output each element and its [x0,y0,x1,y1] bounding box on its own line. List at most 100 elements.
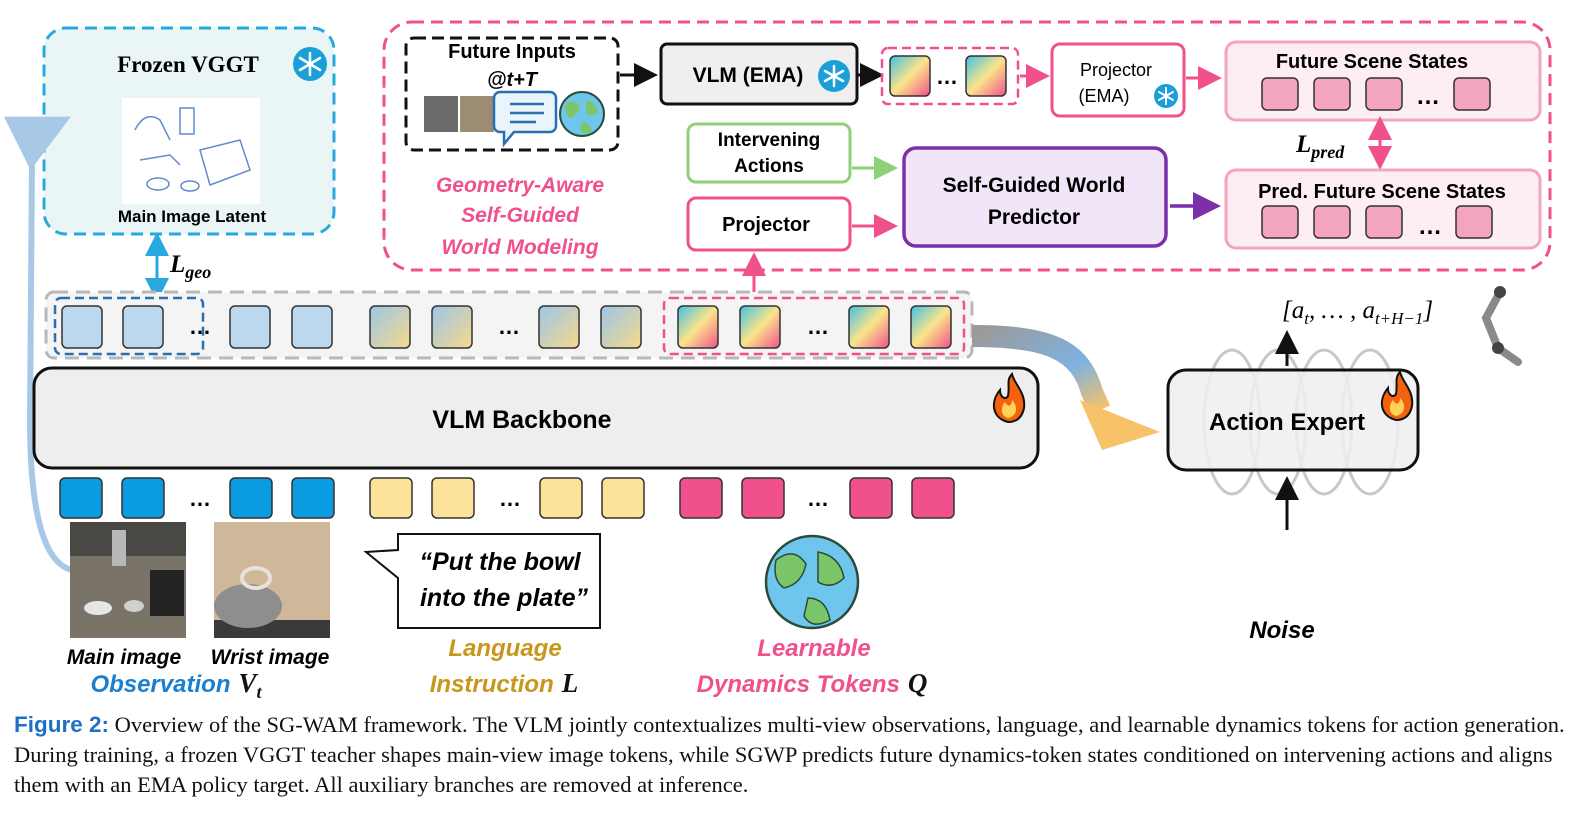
lang-latent-token [431,305,473,349]
caption-text: Overview of the SG-WAM framework. The VL… [14,712,1565,797]
lang-token [601,477,645,519]
svg-text:“Put the bowl: “Put the bowl [419,548,581,576]
dyn-latent-token [677,305,719,349]
input-tokens: … … … [59,477,955,519]
svg-text:Actions: Actions [734,156,804,177]
dyn-latent-token [739,305,781,349]
svg-text:…: … [1416,83,1440,110]
token [889,55,931,97]
svg-text:Self-Guided: Self-Guided [461,204,580,227]
lang-latent-token [538,305,580,349]
svg-text:…: … [189,486,211,511]
dyn-token [741,477,785,519]
output-tokens: … … … [61,305,952,349]
latent-token [122,305,164,349]
svg-text:Future Scene States: Future Scene States [1276,51,1468,73]
state-token [1261,77,1299,111]
action-output: [at, … , at+H−1] [1282,297,1433,328]
lang-token [369,477,413,519]
latent-token [61,305,103,349]
state-token [1455,205,1493,239]
instruction-bubble: “Put the bowl into the plate” [363,533,601,629]
wrist-image-label: Wrist image [211,646,330,669]
future-scene-states-box: Future Scene States … [1224,40,1542,122]
latent-return-arrow [3,116,73,573]
svg-text:Action Expert: Action Expert [1209,409,1365,436]
svg-text:into the plate”: into the plate” [420,584,589,612]
svg-text:Projector: Projector [722,214,810,236]
future-inputs-title: Future Inputs [448,41,576,63]
svg-text:Pred. Future Scene States: Pred. Future Scene States [1258,181,1506,203]
globe-icon [764,534,860,630]
svg-text:…: … [189,314,211,339]
state-token [1365,205,1403,239]
dyn-token [849,477,893,519]
latent-label: Main Image Latent [118,207,267,226]
future-inputs-time: @t+T [487,69,539,91]
svg-text:Geometry-Aware: Geometry-Aware [436,174,604,197]
svg-text:…: … [498,314,520,339]
svg-text:Projector: Projector [1080,60,1152,80]
latent-image [122,98,260,204]
state-token [1453,77,1491,111]
obs-token [229,477,273,519]
svg-text:…: … [807,314,829,339]
lang-latent-token [600,305,642,349]
main-image-label: Main image [67,646,182,669]
latent-token [291,305,333,349]
branch-label: Geometry-Aware Self-Guided World Modelin… [436,174,604,259]
future-main-thumb [424,96,458,132]
speech-bubble-icon [492,90,558,148]
condition-arrow [971,325,1111,415]
fire-icon [992,371,1026,424]
robot-arm-icon [1481,286,1522,366]
projector-ema-box: Projector (EMA) [1050,42,1186,118]
lang-token [539,477,583,519]
vlm-ema-box: VLM (EMA) [659,42,859,106]
svg-text:…: … [499,486,521,511]
main-image [70,522,186,638]
obs-token [291,477,335,519]
svg-text:(EMA): (EMA) [1079,86,1130,106]
action-expert: Action Expert [1166,348,1420,496]
svg-text:Self-Guided World: Self-Guided World [943,174,1126,197]
svg-text:…: … [807,486,829,511]
token-ellipsis: … [936,64,958,89]
caption-label: Figure 2: [14,712,110,737]
pred-loss-label: Lpred [1295,131,1345,162]
ema-dynamics-tokens: … [880,46,1020,106]
projector-box: Projector [686,196,852,252]
world-modeling-panel [382,20,1552,272]
snowflake-icon [1154,84,1178,108]
future-wrist-thumb [460,96,494,132]
token [965,55,1007,97]
dyn-latent-token [848,305,890,349]
obs-token [59,477,103,519]
frozen-vggt-title: Frozen VGGT [117,52,259,77]
state-token [1261,205,1299,239]
learnable-label-line1: Learnable [757,635,870,662]
dynamics-token-group [662,296,966,356]
noise-label: Noise [1249,617,1314,644]
obs-token [121,477,165,519]
figure-caption: Figure 2: Overview of the SG-WAM framewo… [14,710,1570,800]
geo-loss-label: Lgeo [169,251,211,282]
lang-latent-token [369,305,411,349]
dyn-token [911,477,955,519]
state-token [1365,77,1403,111]
vlm-backbone: VLM Backbone [32,366,1040,470]
dyn-latent-token [910,305,952,349]
globe-icon [559,91,605,137]
pred-future-scene-states-box: Pred. Future Scene States … [1224,168,1542,250]
wrist-image [214,522,330,638]
svg-text:VLM (EMA): VLM (EMA) [693,64,804,87]
snowflake-icon [293,47,327,81]
svg-text:Intervening: Intervening [718,130,820,151]
latent-token [229,305,271,349]
world-predictor-box: Self-Guided World Predictor [902,146,1168,248]
svg-text:Predictor: Predictor [988,206,1080,229]
